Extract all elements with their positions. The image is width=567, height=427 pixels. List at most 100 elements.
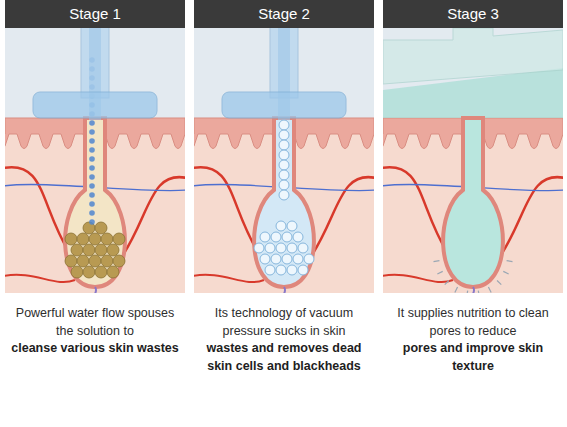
suction-bubble	[279, 180, 289, 190]
suction-bubble	[260, 254, 270, 264]
artery	[5, 167, 69, 252]
caption-text: Powerful water flow spouses the solution…	[11, 305, 179, 340]
water-droplet	[89, 183, 95, 189]
skin-waste	[101, 233, 113, 245]
nozzle-head	[383, 28, 563, 84]
suction-bubble	[293, 232, 303, 242]
suction-bubble	[276, 221, 286, 231]
suction-bubble	[287, 221, 297, 231]
skin-waste	[113, 255, 125, 267]
skin-waste	[77, 233, 89, 245]
water-droplet	[89, 174, 95, 180]
water-droplet	[89, 165, 95, 171]
skin-waste	[83, 244, 95, 256]
nutrient-ray	[455, 287, 458, 292]
suction-bubble	[271, 254, 281, 264]
stage-caption: Its technology of vacuum pressure sucks …	[194, 305, 374, 375]
water-droplet	[89, 147, 95, 153]
skin-pore	[254, 118, 314, 287]
hair-root	[472, 287, 474, 293]
vessel	[194, 275, 264, 282]
skin-pore	[65, 118, 125, 287]
suction-bubble	[279, 190, 289, 200]
stage-header: Stage 2	[194, 0, 374, 28]
skin-waste	[71, 244, 83, 256]
suction-bubble	[282, 232, 292, 242]
caption-text: wastes and removes dead skin cells and b…	[200, 340, 368, 375]
water-droplet	[89, 129, 95, 135]
suction-bubble	[287, 265, 297, 275]
stage-title: Stage 3	[447, 5, 499, 22]
stage-panel: Stage 3 It supplies nutrition to clean po…	[383, 0, 563, 420]
stage-panel	[194, 28, 374, 293]
skin-waste	[89, 233, 101, 245]
skin-waste	[65, 233, 77, 245]
suction-bubble	[254, 243, 264, 253]
stage-caption: It supplies nutrition to clean pores to …	[383, 305, 563, 375]
air-background	[383, 28, 563, 118]
stage-title: Stage 2	[258, 5, 310, 22]
caption-text: Its technology of vacuum pressure sucks …	[200, 305, 368, 340]
nutrient-ray	[478, 291, 480, 293]
skin-waste	[95, 244, 107, 256]
water-droplet	[89, 201, 95, 207]
nutrient-ray	[437, 271, 442, 274]
vessel	[5, 275, 75, 282]
nutrient-ray	[433, 260, 439, 262]
stage-panel	[5, 28, 185, 293]
stage-header: Stage 1	[5, 0, 185, 28]
hair-root	[283, 287, 285, 293]
skin-pore	[443, 118, 503, 287]
nozzle-head	[222, 92, 346, 118]
suction-bubble	[298, 265, 308, 275]
skin-waste	[89, 255, 101, 267]
skin-waste	[107, 266, 119, 278]
water-droplet	[89, 138, 95, 144]
caption-text: pores and improve skin texture	[389, 340, 557, 375]
skin-waste	[95, 266, 107, 278]
skin-waste	[113, 233, 125, 245]
suction-bubble	[304, 254, 314, 264]
suction-bubble	[276, 265, 286, 275]
artery	[383, 167, 447, 252]
caption-text: It supplies nutrition to clean pores to …	[389, 305, 557, 340]
skin-waste	[77, 255, 89, 267]
suction-bubble	[279, 150, 289, 160]
suction-bubble	[271, 232, 281, 242]
caption-text: cleanse various skin wastes	[11, 340, 179, 358]
water-droplet	[89, 219, 95, 225]
skin-waste	[107, 244, 119, 256]
artery	[194, 167, 258, 252]
water-droplet	[89, 210, 95, 216]
suction-bubble	[279, 130, 289, 140]
suction-bubble	[265, 265, 275, 275]
hair-root	[94, 287, 96, 293]
suction-bubble	[279, 160, 289, 170]
suction-bubble	[287, 243, 297, 253]
water-droplet	[89, 192, 95, 198]
water-droplet	[89, 120, 95, 126]
skin-waste	[95, 222, 107, 234]
suction-bubble	[282, 254, 292, 264]
suction-bubble	[260, 232, 270, 242]
nutrient-ray	[445, 280, 449, 284]
suction-bubble	[279, 140, 289, 150]
water-droplet	[89, 156, 95, 162]
suction-bubble	[293, 254, 303, 264]
suction-bubble	[276, 243, 286, 253]
skin-waste	[83, 266, 95, 278]
suction-bubble	[298, 243, 308, 253]
stage-caption: Powerful water flow spouses the solution…	[5, 305, 185, 358]
nutrient-ray	[507, 260, 513, 262]
skin-waste	[71, 266, 83, 278]
stage-header: Stage 3	[383, 0, 563, 28]
suction-bubble	[279, 170, 289, 180]
skin-waste	[65, 255, 77, 267]
skin-waste	[101, 255, 113, 267]
stage-panel: Stage 2 Its technology of vacuum pressure…	[194, 0, 374, 420]
stage-panel: Stage 1 Powerful water flow spouses the s…	[5, 0, 185, 420]
nutrient-ray	[466, 291, 468, 293]
vessel	[383, 275, 453, 282]
nutrient-ray	[497, 280, 501, 284]
